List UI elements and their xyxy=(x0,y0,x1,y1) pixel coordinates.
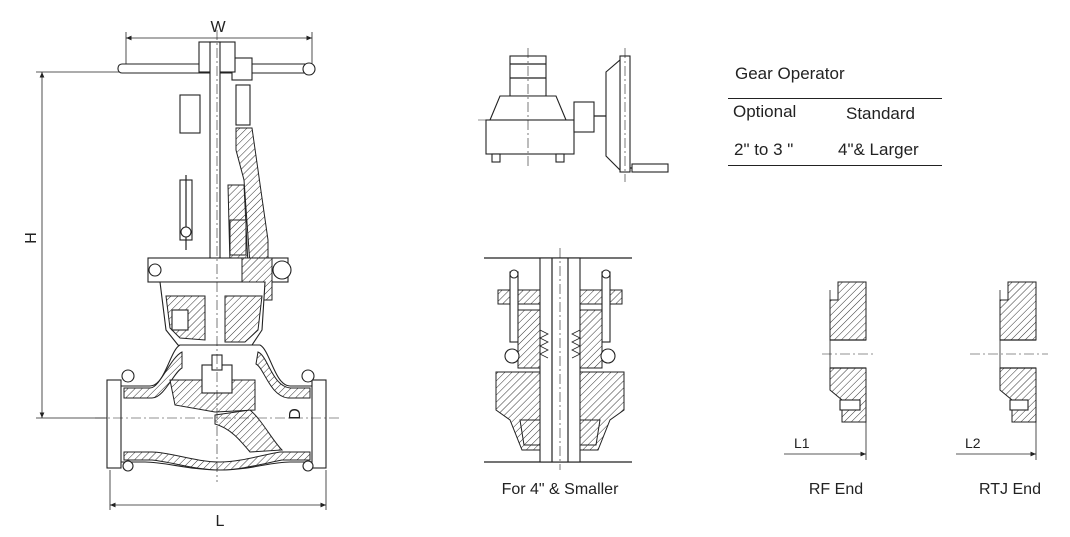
length-label: L xyxy=(216,513,225,530)
gear-header-optional: Optional xyxy=(733,102,797,121)
rtj-end-caption: RTJ End xyxy=(979,481,1041,498)
diameter-label: D xyxy=(287,408,304,420)
gear-table-bottom-rule xyxy=(728,165,942,166)
rf-end-caption: RF End xyxy=(809,481,863,498)
height-label: H xyxy=(23,232,40,244)
gear-operator-sketch xyxy=(478,48,669,182)
small-bonnet-section xyxy=(484,248,632,470)
gear-header-standard: Standard xyxy=(846,104,915,123)
main-valve-section xyxy=(36,30,340,510)
width-label: W xyxy=(210,19,226,36)
rtj-length-label: L2 xyxy=(965,435,981,451)
rf-length-label: L1 xyxy=(794,435,810,451)
rf-end-section xyxy=(784,281,876,460)
gear-cell-optional-size: 2" to 3 " xyxy=(734,140,794,159)
rtj-end-section xyxy=(956,281,1048,460)
gear-cell-standard-size: 4"& Larger xyxy=(838,140,919,159)
gear-table-title: Gear Operator xyxy=(735,64,845,83)
small-bonnet-caption: For 4" & Smaller xyxy=(502,481,619,498)
gear-table-top-rule xyxy=(728,98,942,99)
